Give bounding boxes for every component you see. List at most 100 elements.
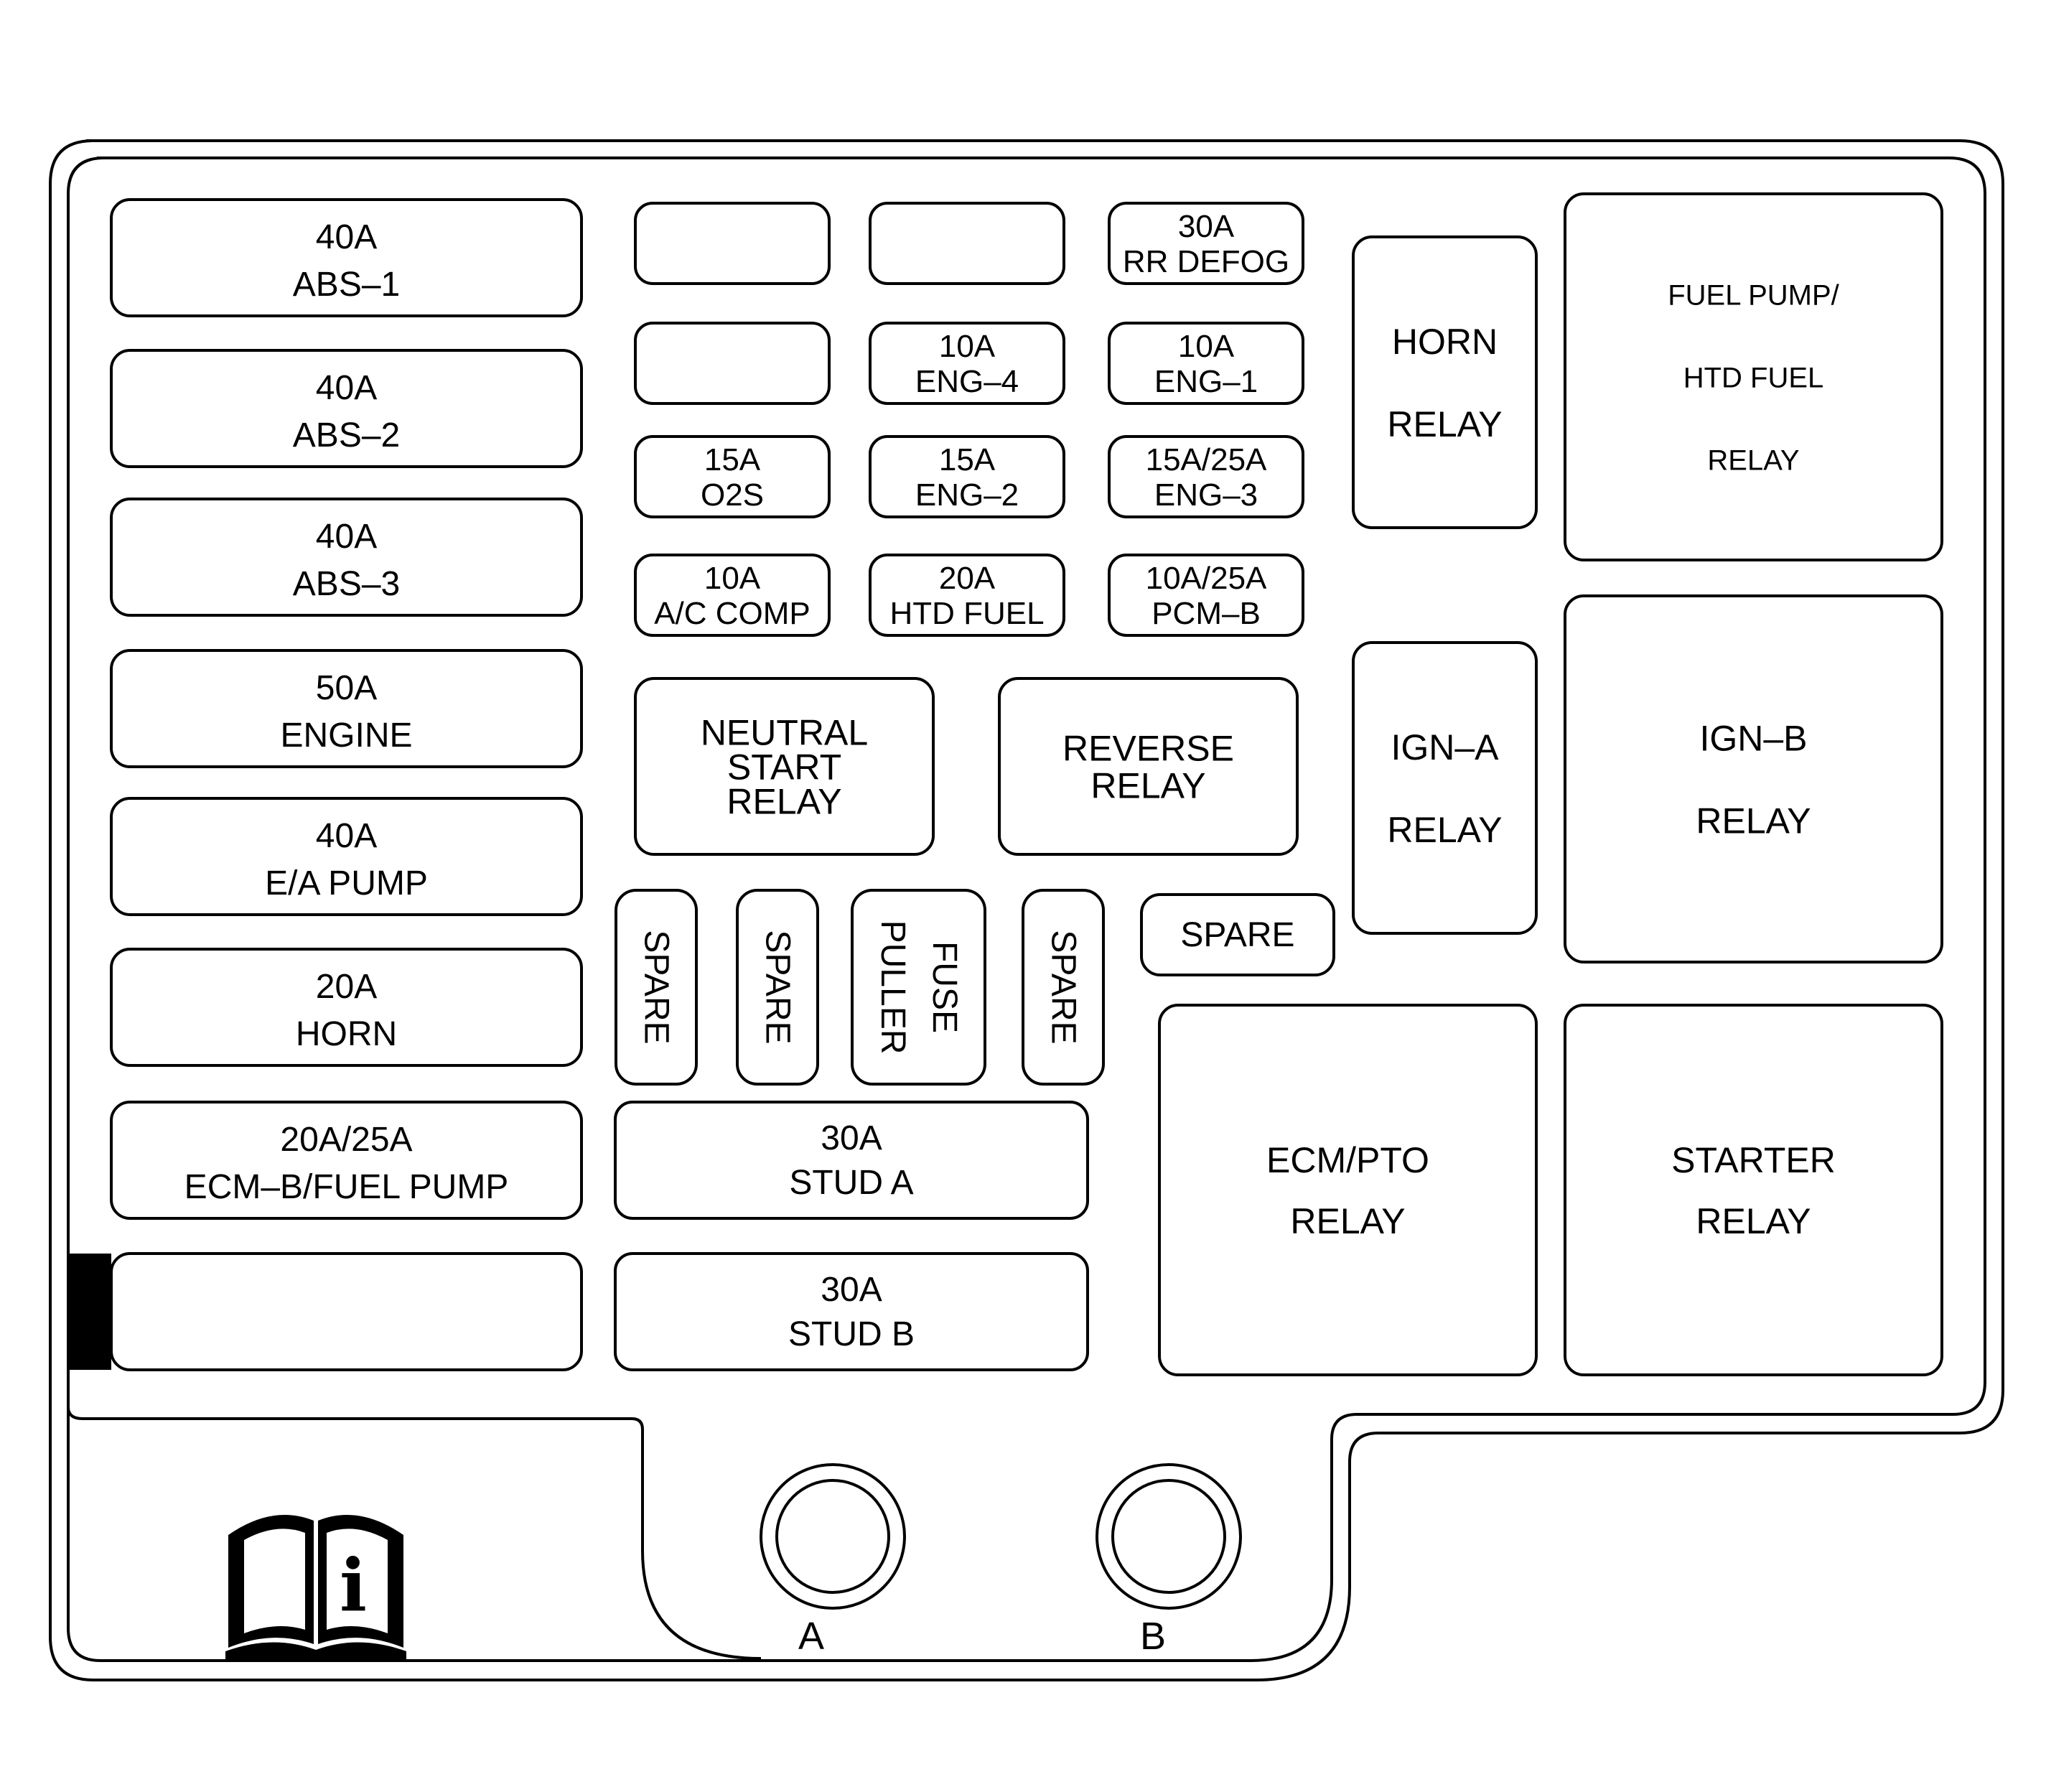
stud-b-inner-ring	[1111, 1479, 1226, 1594]
fuse-abs-2	[110, 349, 583, 468]
slot-spare-1	[615, 889, 698, 1086]
slot-fuse-puller-label-2: PULLER	[874, 920, 912, 1055]
fuse-ecm-b-fuel-pump-amperage: 20A/25A	[280, 1121, 412, 1159]
relay-neutral-start-label-3: RELAY	[727, 782, 841, 822]
relay-reverse-label-2: RELAY	[1090, 766, 1205, 806]
housing-inner-outline	[67, 157, 1986, 1662]
fuse-horn-circuit: HORN	[296, 1015, 397, 1053]
maxi-fuse-column: 40A ABS–1 40A ABS–2 40A ABS–3 50A ENGINE 40A E/A …	[110, 198, 583, 1371]
slot-spare-2	[736, 889, 819, 1086]
slot-spare-3-label-1: SPARE	[1045, 930, 1083, 1044]
stud-fuse-group: 30A STUD A 30A STUD B	[614, 1101, 1089, 1371]
fuse-engine	[110, 649, 583, 768]
slot-fuse-puller-label-1: FUSE	[925, 941, 963, 1033]
relay-fuel-pump-htd-fuel-label-2: HTD FUEL	[1683, 362, 1824, 393]
relay-fuel-pump-htd-fuel	[1564, 192, 1943, 561]
fuse-stud-a	[614, 1101, 1089, 1220]
relay-neutral-start-label-1: NEUTRAL	[701, 713, 868, 753]
fuse-stud-a-circuit: STUD A	[789, 1164, 913, 1202]
relay-ign-b-label-1: IGN–B	[1699, 719, 1807, 759]
fuse-rr-defog-amperage: 30A	[1178, 209, 1235, 244]
relay-ign-a	[1352, 641, 1538, 935]
relay-starter	[1564, 1004, 1943, 1376]
slot-fuse-puller	[851, 889, 986, 1086]
stud-b-terminal	[1096, 1463, 1242, 1610]
fuse-empty	[110, 1252, 583, 1371]
relay-fuel-pump-htd-fuel-label-3: RELAY	[1707, 444, 1799, 476]
fuse-engine-circuit: ENGINE	[280, 717, 412, 755]
fuse-htd-fuel-amperage: 20A	[939, 561, 996, 596]
fuse-empty-2	[869, 202, 1065, 285]
fuse-engine-amperage: 50A	[316, 669, 377, 707]
relay-ign-b	[1564, 594, 1943, 963]
fuse-o2s	[634, 435, 831, 518]
fuse-ac-comp	[634, 554, 831, 637]
info-glyph: i	[340, 1543, 367, 1628]
fuse-ecm-b-fuel-pump-circuit: ECM–B/FUEL PUMP	[184, 1168, 509, 1206]
relay-ign-b-label-2: RELAY	[1696, 801, 1811, 841]
fuse-abs-2-amperage: 40A	[316, 369, 377, 407]
fuse-ea-pump-amperage: 40A	[316, 817, 377, 855]
fuse-empty-1	[634, 202, 831, 285]
relay-horn-label-1: HORN	[1392, 322, 1498, 362]
stud-a-terminal	[760, 1463, 906, 1610]
relay-ign-a-label-1: IGN–A	[1391, 727, 1499, 767]
fuse-eng-1	[1108, 322, 1304, 405]
stud-a-inner-ring	[775, 1479, 890, 1594]
slot-spare-2-label-1: SPARE	[759, 930, 797, 1044]
slot-spare-4	[1140, 893, 1335, 976]
fuse-eng-3-circuit: ENG–3	[1154, 477, 1258, 513]
fuse-abs-3-amperage: 40A	[316, 518, 377, 556]
relay-fuel-pump-htd-fuel-label-1: FUEL PUMP/	[1668, 279, 1839, 311]
vertical-slot-group: SPARE SPARE FUSE PULLER SPARE	[615, 889, 1105, 1086]
fuse-stud-a-amperage: 30A	[821, 1119, 882, 1157]
relay-reverse	[998, 677, 1299, 856]
fuse-abs-2-circuit: ABS–2	[293, 416, 400, 454]
fuse-stud-b-amperage: 30A	[821, 1271, 882, 1309]
relay-horn	[1352, 235, 1538, 529]
fuse-pcm-b-amperage: 10A/25A	[1146, 561, 1267, 596]
housing-outer-outline	[49, 139, 2004, 1681]
fuse-eng-4-amperage: 10A	[939, 329, 996, 364]
fuse-o2s-circuit: O2S	[701, 477, 764, 513]
relay-group: NEUTRALSTARTRELAYREVERSERELAYHORNRELAYFU…	[634, 192, 1943, 1376]
stud-pocket-outline	[67, 1406, 762, 1660]
fuse-eng-1-circuit: ENG–1	[1154, 364, 1258, 399]
fuse-horn-amperage: 20A	[316, 968, 377, 1006]
spare-slot-horizontal: SPARE	[1140, 893, 1335, 976]
fuse-rr-defog-circuit: RR DEFOG	[1123, 244, 1289, 279]
fuse-abs-1-amperage: 40A	[316, 218, 377, 256]
fuse-empty-3	[634, 322, 831, 405]
fuse-abs-3	[110, 498, 583, 617]
relay-ecm-pto	[1158, 1004, 1538, 1376]
relay-neutral-start	[634, 677, 935, 856]
fuse-o2s-amperage: 15A	[704, 442, 761, 477]
fuse-abs-3-circuit: ABS–3	[293, 565, 400, 603]
fuse-eng-4-circuit: ENG–4	[915, 364, 1019, 399]
fuse-horn	[110, 948, 583, 1067]
fuse-pcm-b-circuit: PCM–B	[1152, 596, 1261, 631]
stud-b-label: B	[1140, 1615, 1166, 1658]
relay-ecm-pto-label-1: ECM/PTO	[1266, 1140, 1429, 1180]
fuse-stud-b	[614, 1252, 1089, 1371]
fuse-ea-pump-circuit: E/A PUMP	[265, 864, 428, 902]
owners-manual-info-icon: i	[225, 1514, 406, 1660]
relay-ign-a-label-2: RELAY	[1387, 810, 1502, 850]
fuse-rr-defog	[1108, 202, 1304, 285]
fuse-abs-1-circuit: ABS–1	[293, 266, 400, 304]
fuse-stud-b-circuit: STUD B	[788, 1315, 915, 1353]
fuse-eng-3	[1108, 435, 1304, 518]
slot-spare-1-label-1: SPARE	[637, 930, 676, 1044]
slot-spare-4-label: SPARE	[1180, 916, 1294, 954]
relay-reverse-label-1: REVERSE	[1062, 729, 1234, 769]
slot-spare-3	[1022, 889, 1105, 1086]
fuse-htd-fuel-circuit: HTD FUEL	[889, 596, 1044, 631]
relay-ecm-pto-label-2: RELAY	[1290, 1201, 1405, 1241]
fuse-htd-fuel	[869, 554, 1065, 637]
fuse-ecm-b-fuel-pump	[110, 1101, 583, 1220]
relay-starter-label-1: STARTER	[1671, 1140, 1836, 1180]
fuse-abs-1	[110, 198, 583, 317]
